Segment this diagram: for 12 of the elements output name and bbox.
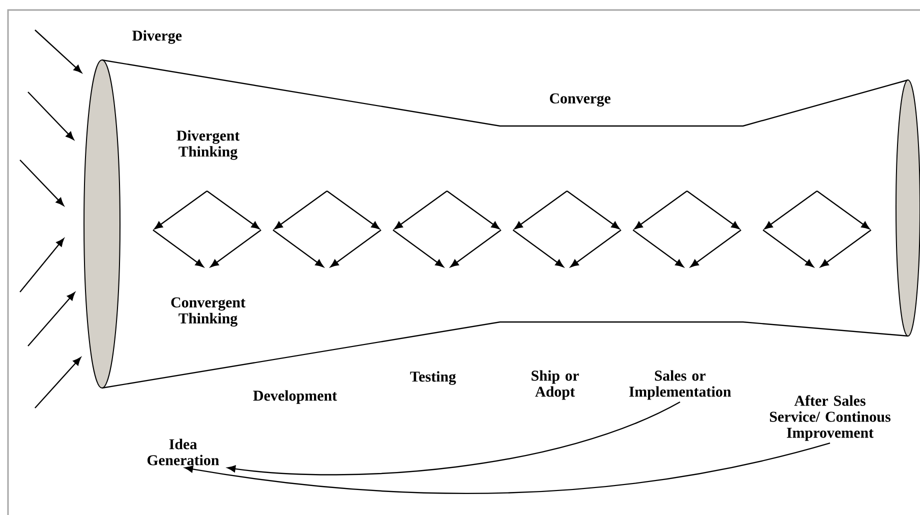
stage-label: Development [253, 390, 337, 404]
label-text: Converge [550, 93, 610, 107]
stage-label: Testing [410, 371, 456, 385]
stage-label: Sales or Implementation [629, 370, 732, 400]
label-text: Diverge [132, 30, 182, 44]
feedback-arrow [184, 442, 830, 494]
label-text: Divergent Thinking [176, 130, 240, 160]
stage-label: After Sales Service/ Continous Improvement [770, 395, 890, 441]
stage-label: Idea Generation [148, 438, 220, 466]
feedback-arrow [227, 401, 680, 476]
label-text: Convergent Thinking [171, 297, 246, 327]
stage-label: Ship or Adopt [532, 370, 579, 400]
